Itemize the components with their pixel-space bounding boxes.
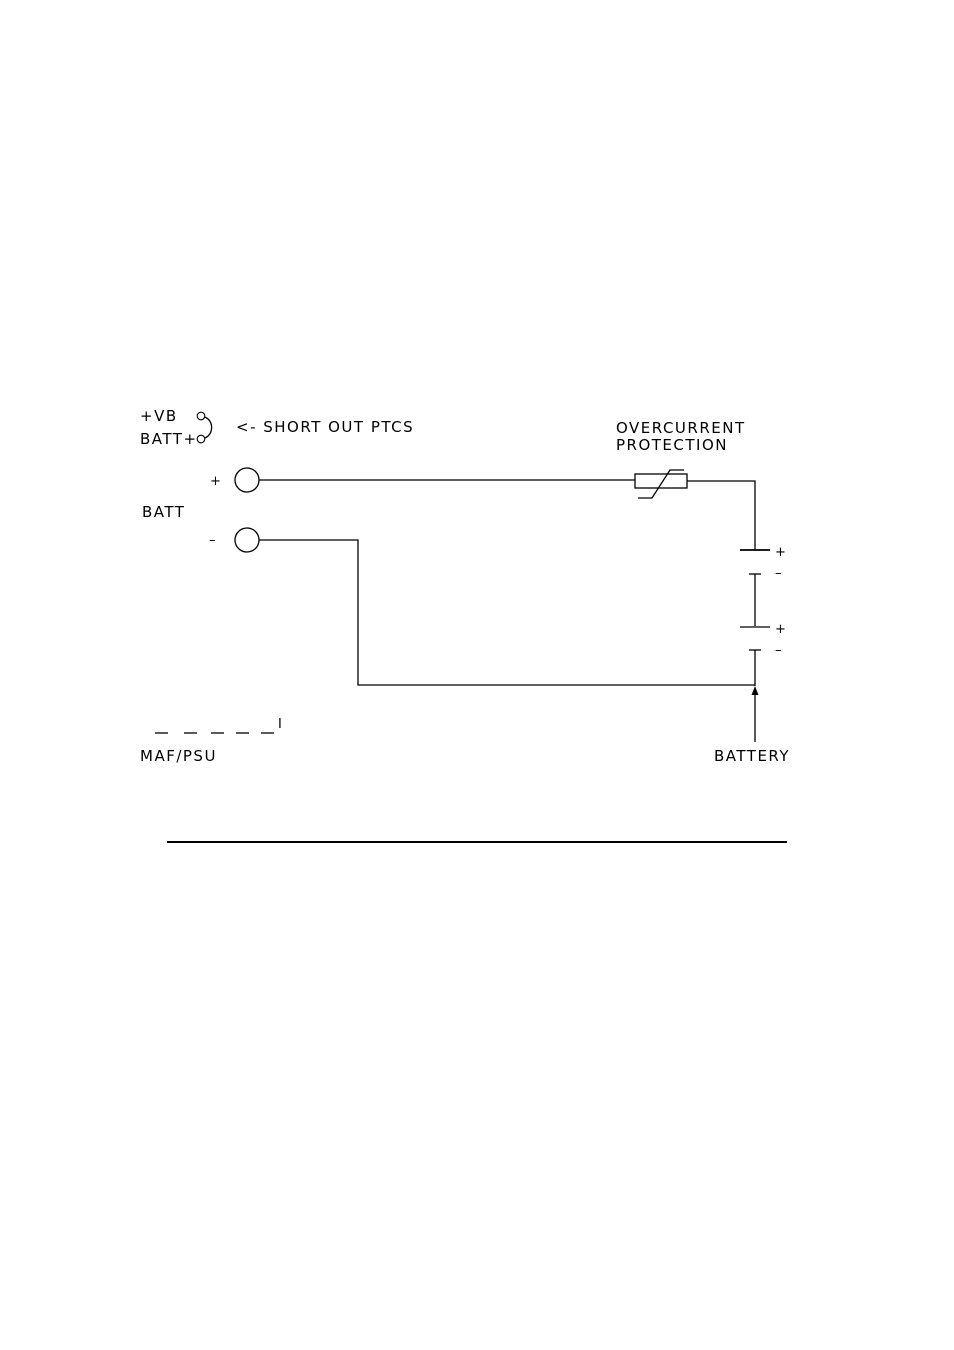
battery-stack — [740, 550, 770, 686]
ptc-thermistor-icon — [635, 470, 687, 498]
battery-label: BATTERY — [714, 747, 790, 765]
cell2-minus-label: – — [775, 643, 782, 658]
minus-terminal-label: – — [209, 533, 216, 548]
vb-label: +VB — [140, 407, 178, 425]
ptc-to-battery-wire — [687, 481, 755, 550]
terminal-circle-icon — [235, 468, 259, 492]
terminal-circle-icon — [235, 528, 259, 552]
plus-terminal-label: + — [210, 474, 221, 489]
jumper-link-icon — [197, 412, 211, 443]
negative-wire — [259, 540, 755, 685]
arrow-up-icon — [752, 686, 759, 742]
boundary-mark: I — [278, 717, 282, 732]
cell1-plus-label: + — [775, 545, 786, 560]
overcurrent-label: OVERCURRENT — [616, 419, 746, 437]
cell1-minus-label: – — [775, 566, 782, 581]
batt-plus-label: BATT+ — [140, 430, 198, 448]
maf-psu-label: MAF/PSU — [140, 747, 217, 765]
short-out-ptcs-label: <- SHORT OUT PTCS — [236, 418, 414, 436]
cell2-plus-label: + — [775, 622, 786, 637]
batt-label: BATT — [142, 503, 185, 521]
protection-label: PROTECTION — [616, 436, 728, 454]
